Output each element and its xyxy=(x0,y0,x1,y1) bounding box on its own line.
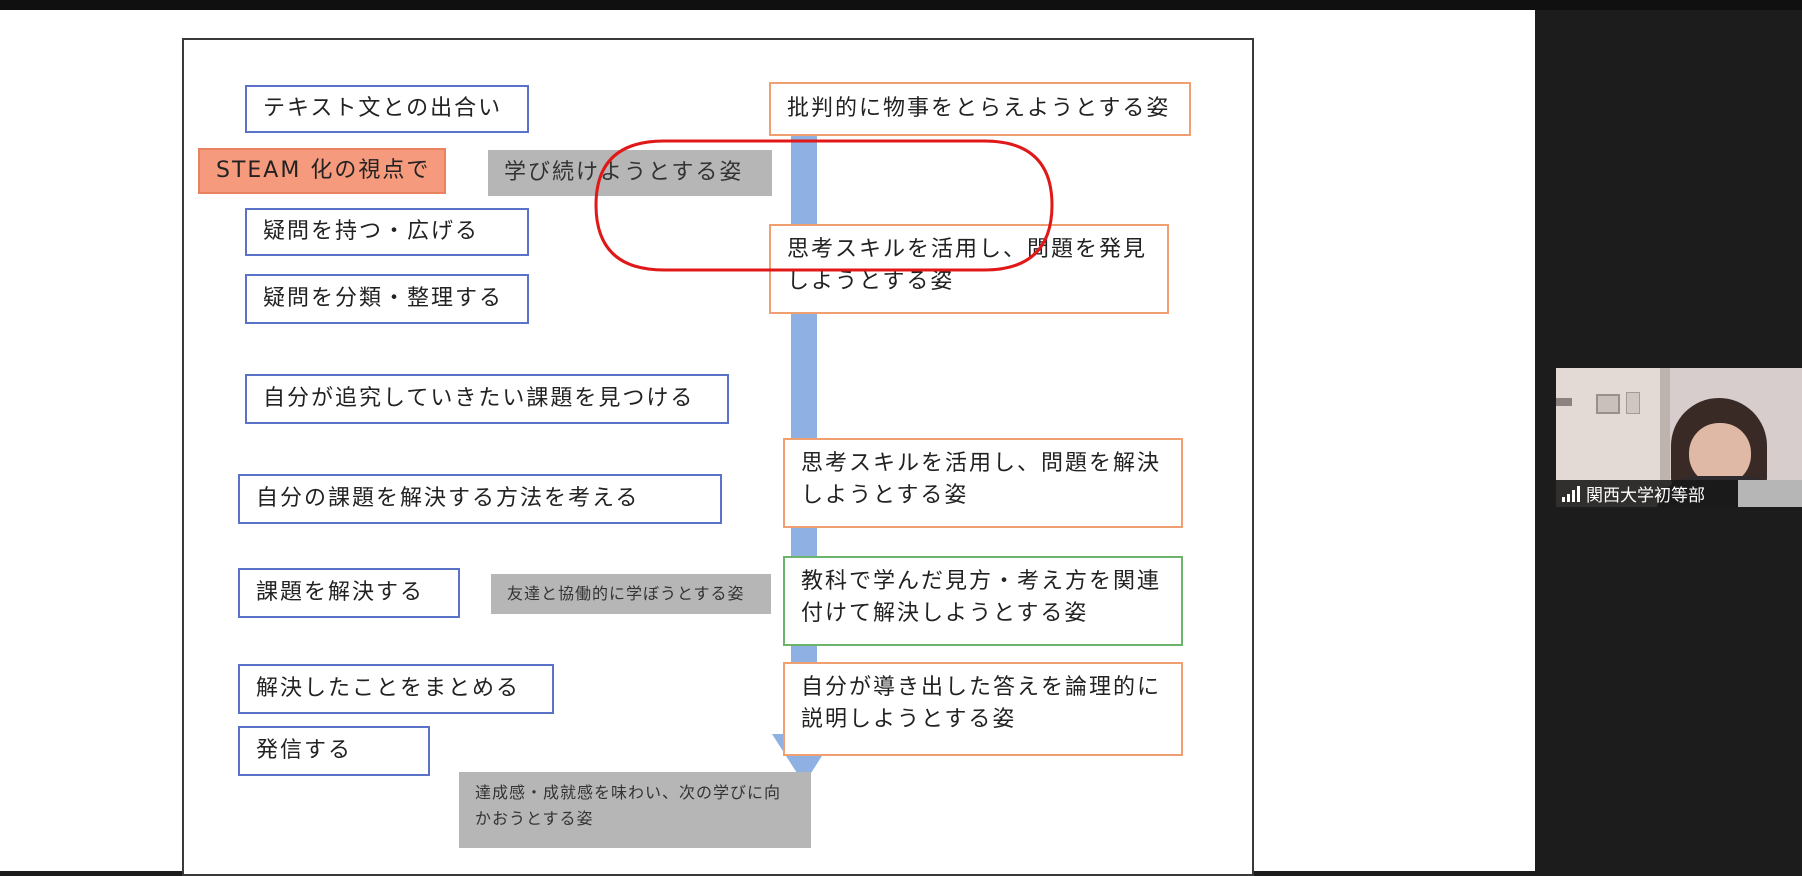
signal-strength-icon xyxy=(1562,485,1580,502)
goal-logical-explanation: 自分が導き出した答えを論理的に説明しようとする姿 xyxy=(783,662,1183,756)
participant-name-bar: 関西大学初等部 xyxy=(1556,480,1738,507)
participant-name: 関西大学初等部 xyxy=(1586,486,1705,506)
steam-perspective-label: STEAM 化の視点で xyxy=(198,148,446,194)
step-have-questions: 疑問を持つ・広げる xyxy=(245,208,529,256)
center-label-collaborate: 友達と協働的に学ぼうとする姿 xyxy=(491,574,771,614)
step-classify-questions: 疑問を分類・整理する xyxy=(245,274,529,324)
goal-discover-problem: 思考スキルを活用し、問題を発見しようとする姿 xyxy=(769,224,1169,314)
step-solve-issue: 課題を解決する xyxy=(238,568,460,618)
center-label-keep-learning: 学び続けようとする姿 xyxy=(488,150,772,196)
goal-subject-connections: 教科で学んだ見方・考え方を関連付けて解決しようとする姿 xyxy=(783,556,1183,646)
step-summarize: 解決したことをまとめる xyxy=(238,664,554,714)
red-highlight-annotation xyxy=(594,139,1054,272)
center-label-achievement: 達成感・成就感を味わい、次の学びに向かおうとする姿 xyxy=(459,772,811,848)
step-plan-solution: 自分の課題を解決する方法を考える xyxy=(238,474,722,524)
step-text-encounter: テキスト文との出合い xyxy=(245,85,529,133)
top-bar xyxy=(0,0,1802,10)
goal-critical-thinking: 批判的に物事をとらえようとする姿 xyxy=(769,82,1191,136)
goal-solve-problem: 思考スキルを活用し、問題を解決しようとする姿 xyxy=(783,438,1183,528)
shared-screen: テキスト文との出合い STEAM 化の視点で 学び続けようとする姿 疑問を持つ・… xyxy=(0,10,1535,876)
step-share: 発信する xyxy=(238,726,430,776)
presentation-slide: テキスト文との出合い STEAM 化の視点で 学び続けようとする姿 疑問を持つ・… xyxy=(182,38,1254,876)
participant-video-tile[interactable]: 関西大学初等部 xyxy=(1556,368,1802,507)
step-find-issue: 自分が追究していきたい課題を見つける xyxy=(245,374,729,424)
